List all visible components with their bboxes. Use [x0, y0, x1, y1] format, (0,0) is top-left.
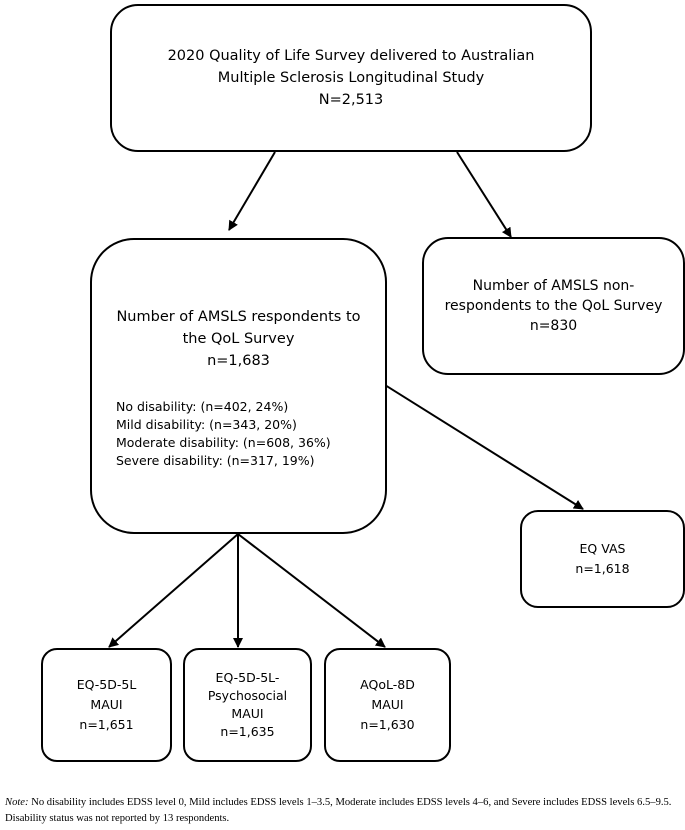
respondents-line-2: the QoL Survey [182, 331, 295, 347]
non-respondents-line-2: respondents to the QoL Survey [444, 298, 663, 314]
survey-line-1: 2020 Quality of Life Survey delivered to… [167, 48, 535, 64]
eq5d5l-count: n=1,651 [79, 717, 134, 732]
eq5d5l-psy-type: MAUI [231, 706, 264, 721]
eq5d5l-type: MAUI [90, 697, 123, 712]
respondents-box: Number of AMSLS respondents to the QoL S… [90, 238, 387, 534]
disability-mild: Mild disability: (n=343, 20%) [116, 417, 297, 432]
aqol8d-count: n=1,630 [360, 717, 415, 732]
survey-box: 2020 Quality of Life Survey delivered to… [110, 4, 592, 152]
non-respondents-line-1: Number of AMSLS non- [472, 278, 635, 294]
disability-none: No disability: (n=402, 24%) [116, 399, 289, 414]
respondents-heading: Number of AMSLS respondents to the QoL S… [92, 306, 385, 372]
eq-vas-box: EQ VAS n=1,618 [520, 510, 685, 608]
eq5d5l-label: EQ-5D-5L [76, 677, 137, 692]
eq5d5l-psychosocial-box: EQ-5D-5L- Psychosocial MAUI n=1,635 [183, 648, 312, 762]
footnote: Note: No disability includes EDSS level … [5, 795, 681, 827]
aqol8d-type: MAUI [371, 697, 404, 712]
footnote-label: Note: [5, 797, 29, 808]
eq5d5l-psy-label-2: Psychosocial [207, 688, 288, 703]
disability-severe: Severe disability: (n=317, 19%) [116, 453, 315, 468]
aqol8d-box: AQoL-8D MAUI n=1,630 [324, 648, 451, 762]
respondents-count: n=1,683 [207, 353, 270, 369]
respondents-line-1: Number of AMSLS respondents to [116, 309, 361, 325]
disability-moderate: Moderate disability: (n=608, 36%) [116, 435, 331, 450]
eq5d5l-psy-label-1: EQ-5D-5L- [215, 670, 280, 685]
eq5d5l-box: EQ-5D-5L MAUI n=1,651 [41, 648, 172, 762]
eq5d5l-psy-count: n=1,635 [220, 724, 275, 739]
non-respondents-box: Number of AMSLS non- respondents to the … [422, 237, 685, 375]
eq-vas-count: n=1,618 [575, 561, 630, 576]
survey-line-2: Multiple Sclerosis Longitudinal Study [217, 70, 485, 86]
arrow-respondents-to-eq5d5l [108, 533, 239, 648]
footnote-text: No disability includes EDSS level 0, Mil… [5, 797, 672, 824]
eq-vas-label: EQ VAS [579, 541, 626, 556]
non-respondents-count: n=830 [529, 318, 578, 334]
arrow-survey-to-non-respondents [456, 151, 512, 238]
aqol8d-label: AQoL-8D [360, 677, 415, 692]
survey-count: N=2,513 [318, 92, 384, 108]
arrow-survey-to-respondents [228, 151, 276, 231]
arrow-respondents-to-eq-vas [376, 379, 584, 510]
arrow-respondents-to-aqol8d [237, 533, 386, 648]
disability-breakdown: No disability: (n=402, 24%) Mild disabil… [116, 398, 331, 470]
